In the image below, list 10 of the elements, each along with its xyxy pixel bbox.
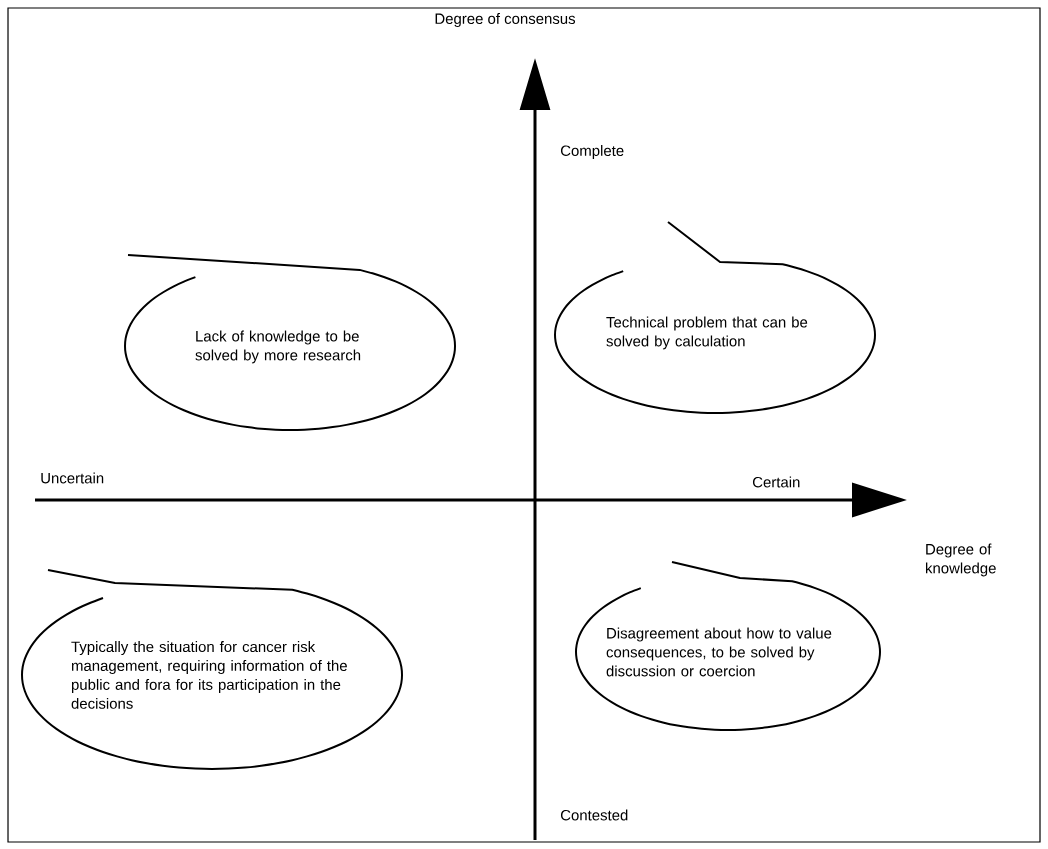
axis-label: Contested [560, 809, 628, 821]
axis-label: Degree of knowledge [926, 543, 996, 577]
axis-label: Degree of consensus [435, 13, 576, 27]
axis-label: Complete [560, 145, 624, 159]
speech-bubble: Disagreement about how to value consequences, to be solved by discussion or coercion [575, 561, 881, 731]
speech-bubble: Typically the situation for cancer risk management, requiring information of the public and fora for its participation in the decisions [21, 569, 403, 770]
speech-bubble: Lack of knowledge to be solved by more research [124, 254, 456, 431]
axis-label: Certain [752, 476, 800, 488]
axis-label: Uncertain [41, 472, 104, 484]
speech-bubble: Technical problem that can be solved by calculation [554, 221, 876, 414]
